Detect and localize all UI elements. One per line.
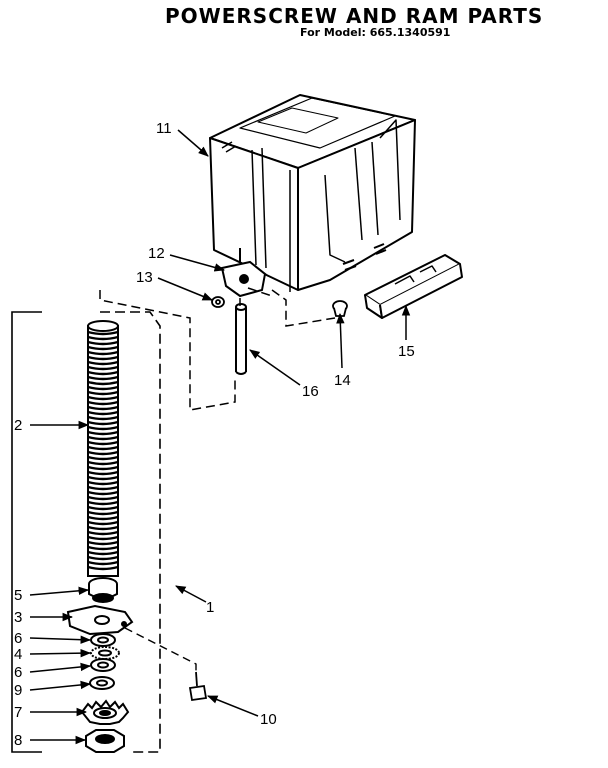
screw-thread	[87, 470, 119, 476]
screw-thread	[87, 520, 119, 526]
callout-16: 16	[302, 383, 319, 400]
assembly-leader-lines	[99, 287, 336, 411]
screw-thread	[87, 480, 119, 486]
screw-thread	[87, 560, 119, 566]
callout-5: 5	[14, 587, 22, 604]
screw-thread	[87, 440, 119, 446]
screw-thread	[87, 530, 119, 536]
screw-thread	[87, 330, 119, 336]
screw-thread	[87, 555, 119, 561]
hex-nut-part	[85, 729, 125, 753]
screw-thread	[87, 340, 119, 346]
callout-12: 12	[148, 245, 165, 262]
screw-thread	[87, 385, 119, 391]
screw-thread	[87, 370, 119, 376]
screw-thread	[87, 490, 119, 496]
screw-thread	[87, 545, 119, 551]
screw-thread	[87, 515, 119, 521]
screw-thread	[87, 505, 119, 511]
screw-thread	[87, 565, 119, 571]
screw-thread	[87, 350, 119, 356]
screw-thread	[87, 455, 119, 461]
screw-thread	[87, 525, 119, 531]
callout-9: 9	[14, 682, 22, 699]
screw-thread	[87, 485, 119, 491]
screw-thread	[87, 430, 119, 436]
screw-thread	[87, 550, 119, 556]
bracket-part	[220, 248, 269, 298]
callout-labels: 11 12 13 14 15 16 2 1 5 3 6 4 6 9 7 8 10	[14, 120, 415, 749]
plate-part	[66, 604, 134, 636]
screw-thread	[87, 540, 119, 546]
washer-stack	[89, 633, 120, 690]
sprocket-part	[80, 699, 130, 725]
callout-8: 8	[14, 732, 22, 749]
bolt-part	[188, 671, 208, 702]
screw-part	[332, 300, 348, 317]
screw-thread	[87, 495, 119, 501]
ram-box-part	[209, 94, 416, 292]
screw-thread	[87, 335, 119, 341]
callout-arrows	[29, 129, 411, 745]
callout-6b: 6	[14, 664, 22, 681]
screw-thread	[87, 410, 119, 416]
assembly-bracket	[11, 311, 161, 753]
screw-thread	[87, 400, 119, 406]
screw-thread	[87, 445, 119, 451]
callout-14: 14	[334, 372, 351, 389]
screw-thread	[87, 395, 119, 401]
callout-2: 2	[14, 417, 22, 434]
screw-thread	[87, 360, 119, 366]
pin-part	[235, 303, 247, 375]
screw-thread	[87, 465, 119, 471]
callout-11: 11	[156, 120, 172, 137]
callout-6a: 6	[14, 630, 22, 647]
screw-thread	[87, 475, 119, 481]
powerscrew-part	[87, 320, 119, 577]
callout-4: 4	[14, 646, 22, 663]
screw-thread	[87, 500, 119, 506]
screw-thread	[87, 345, 119, 351]
callout-15: 15	[398, 343, 415, 360]
screw-thread	[87, 390, 119, 396]
rail-part	[364, 254, 463, 319]
screw-thread	[87, 415, 119, 421]
callout-10: 10	[260, 711, 277, 728]
screw-thread	[87, 535, 119, 541]
callout-7: 7	[14, 704, 22, 721]
screw-thread	[87, 405, 119, 411]
screw-thread	[87, 420, 119, 426]
screw-thread	[87, 375, 119, 381]
page-title: POWERSCREW AND RAM PARTS	[165, 4, 544, 28]
callout-13: 13	[136, 269, 153, 286]
screw-thread	[87, 435, 119, 441]
screw-thread	[87, 355, 119, 361]
bearing-part	[88, 577, 118, 603]
screw-thread	[87, 460, 119, 466]
screw-thread	[87, 380, 119, 386]
screw-thread	[87, 450, 119, 456]
callout-3: 3	[14, 609, 22, 626]
screw-thread	[87, 425, 119, 431]
model-subtitle: For Model: 665.1340591	[300, 26, 451, 39]
nut-part	[211, 296, 225, 308]
screw-thread	[87, 365, 119, 371]
callout-1: 1	[206, 599, 214, 616]
screw-thread	[87, 510, 119, 516]
bolt-leader-line	[124, 627, 197, 674]
